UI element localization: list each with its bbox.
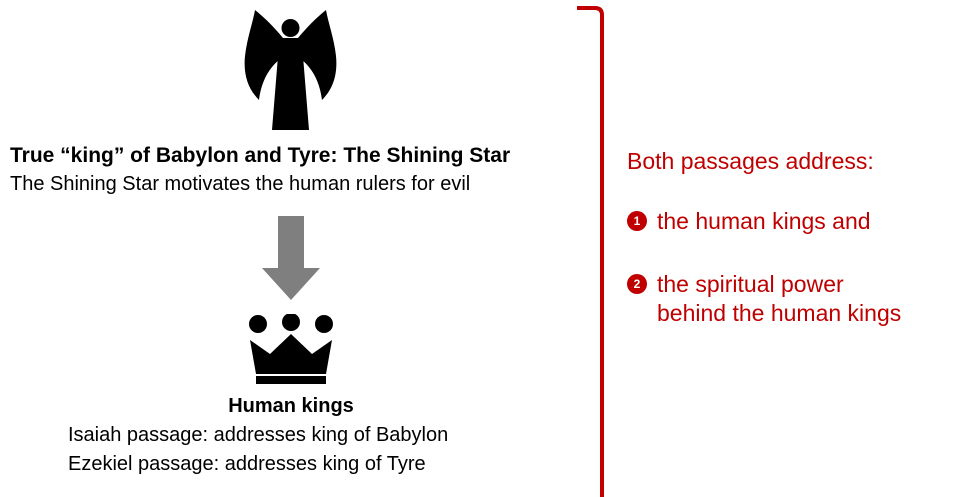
ezekiel-passage-line: Ezekiel passage: addresses king of Tyre — [68, 453, 426, 475]
point-2: 2 the spiritual power behind the human kin… — [627, 270, 901, 328]
number-badge-2: 2 — [627, 274, 647, 294]
human-kings-title: Human kings — [228, 395, 354, 417]
point-1-line-1: the human kings and — [657, 208, 871, 234]
shining-star-title: True “king” of Babylon and Tyre: The Shi… — [10, 144, 511, 167]
point-2-line-1: the spiritual power — [657, 271, 844, 297]
shining-star-description: The Shining Star motivates the human rul… — [10, 173, 471, 195]
point-2-text: the spiritual power behind the human king… — [657, 270, 901, 328]
point-2-line-2: behind the human kings — [657, 300, 902, 326]
point-1: 1 the human kings and — [627, 207, 871, 236]
down-arrow-icon — [262, 216, 320, 300]
right-bracket — [577, 6, 604, 497]
winged-angel-silhouette-icon — [244, 10, 337, 130]
both-passages-heading: Both passages address: — [627, 148, 874, 174]
isaiah-passage-line: Isaiah passage: addresses king of Babylo… — [68, 424, 449, 446]
crown-icon — [249, 314, 333, 384]
point-1-text: the human kings and — [657, 207, 871, 236]
number-badge-1: 1 — [627, 211, 647, 231]
